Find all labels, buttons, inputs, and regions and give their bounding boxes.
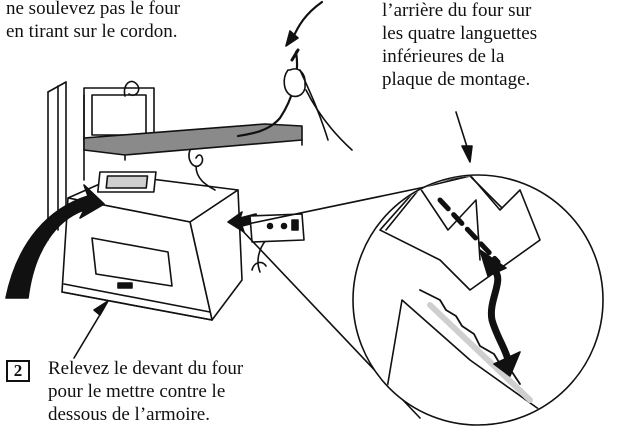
mounting-plate xyxy=(83,123,303,161)
hand-holding-cord xyxy=(236,0,353,151)
caption-line: inférieures de la xyxy=(382,46,505,67)
step-line: Relevez le devant du four xyxy=(48,358,244,379)
step-pointer-arrow xyxy=(73,300,109,359)
caption-top-right: l’arrière du four sur les quatre languet… xyxy=(382,0,537,91)
caption-pointer-arrow xyxy=(455,111,473,163)
caption-top-left: ne soulevez pas le four en tirant sur le… xyxy=(6,0,180,43)
step-line: pour le mettre contre le xyxy=(48,381,226,402)
step-instruction: Relevez le devant du four pour le mettre… xyxy=(48,357,243,426)
step-line: dessous de l’armoire. xyxy=(48,404,210,425)
step-number-badge: 2 xyxy=(6,360,30,382)
caption-line: ne soulevez pas le four xyxy=(6,0,181,19)
oven-body xyxy=(61,149,267,321)
caption-line: en tirant sur le cordon. xyxy=(6,21,178,42)
caption-line: l’arrière du four sur xyxy=(382,0,532,21)
lift-arrow xyxy=(5,184,105,299)
caption-line: les quatre languettes xyxy=(382,23,538,44)
detail-magnifier xyxy=(352,174,604,426)
caption-line: plaque de montage. xyxy=(382,69,531,90)
